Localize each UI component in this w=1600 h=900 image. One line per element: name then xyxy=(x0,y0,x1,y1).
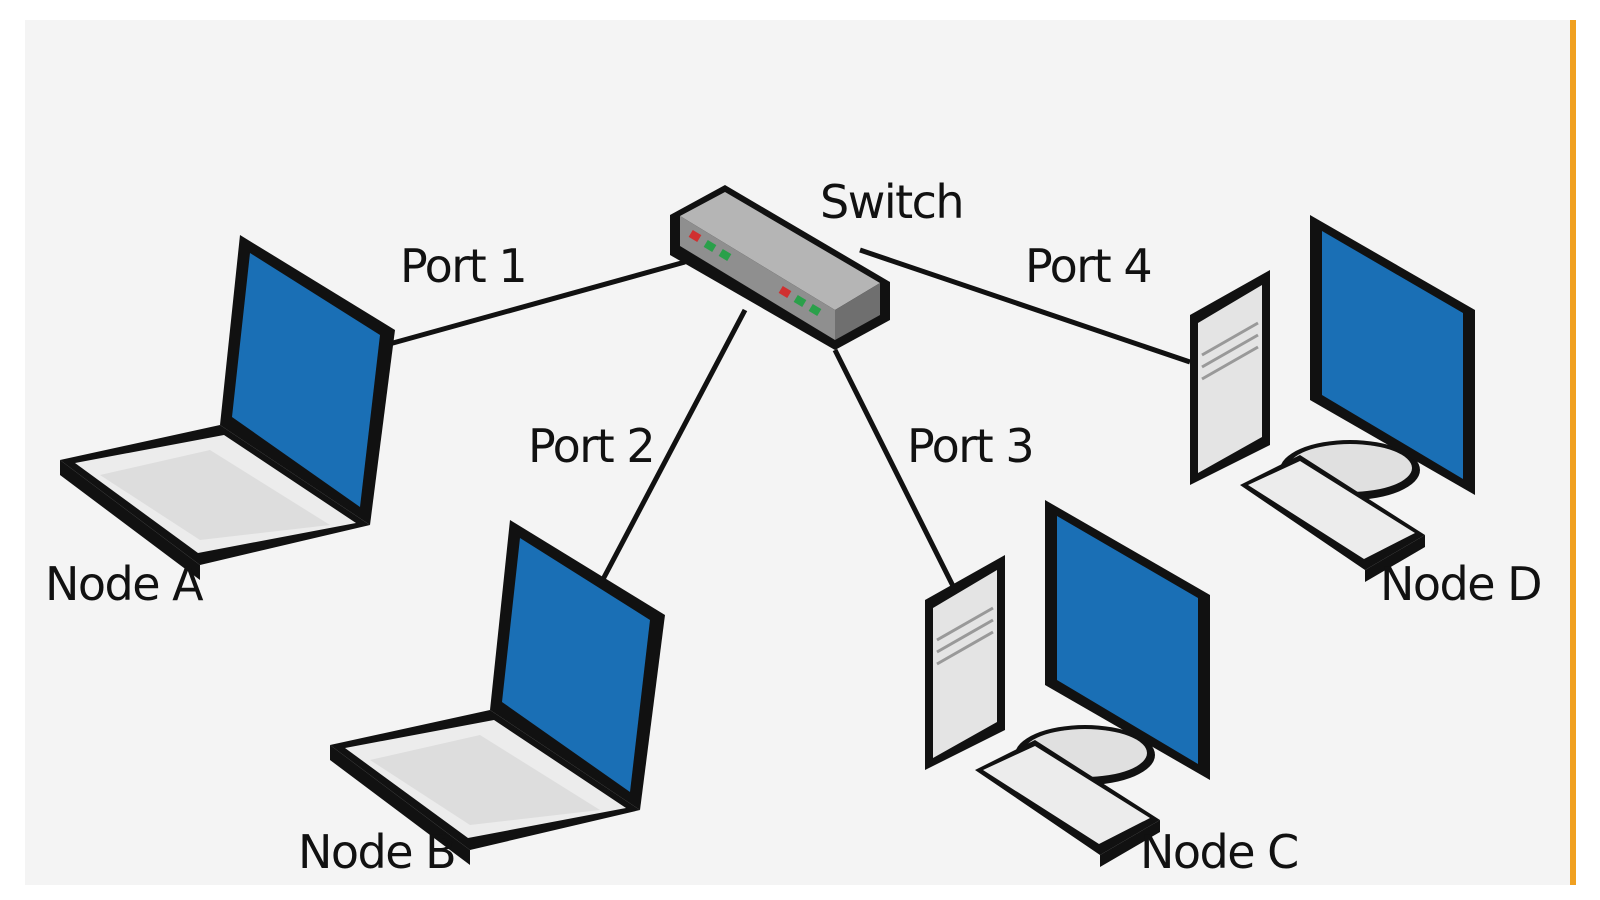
port-3-label: Port 3 xyxy=(907,419,1033,473)
cable-port-2 xyxy=(597,308,748,587)
switch-icon xyxy=(670,185,890,350)
port-2-label: Port 2 xyxy=(528,419,654,473)
node-c-label: Node C xyxy=(1140,825,1298,879)
node-d-label: Node D xyxy=(1380,557,1541,611)
port-4-label: Port 4 xyxy=(1025,239,1151,293)
accent-border xyxy=(1570,20,1576,885)
node-b-label: Node B xyxy=(298,825,455,879)
switch-label: Switch xyxy=(820,175,963,229)
cable-port-3 xyxy=(832,348,963,602)
node-a-label: Node A xyxy=(45,557,204,611)
cable-port-1 xyxy=(374,259,686,351)
cables xyxy=(374,247,1191,602)
port-1-label: Port 1 xyxy=(400,239,526,293)
cable-port-4 xyxy=(859,247,1191,365)
